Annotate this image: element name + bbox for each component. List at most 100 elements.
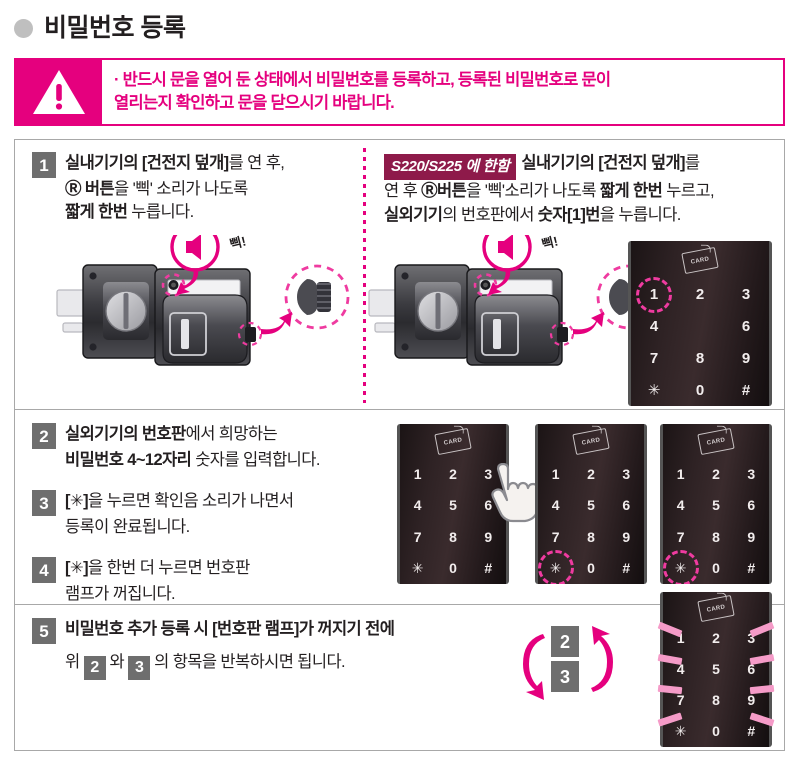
warning-banner: · 반드시 문을 열어 둔 상태에서 비밀번호를 등록하고, 등록된 비밀번호로… (14, 58, 785, 126)
card-reader-icon: CARD (697, 427, 735, 456)
bullet-icon (14, 19, 33, 38)
key-5[interactable]: 5 (712, 497, 720, 514)
key-3[interactable]: 3 (484, 465, 493, 482)
key-7[interactable]: 7 (676, 692, 685, 709)
key-6[interactable]: 6 (741, 318, 751, 336)
key-4[interactable]: 4 (676, 497, 685, 514)
key-8[interactable]: 8 (587, 528, 595, 545)
key-star[interactable]: ✳ (411, 559, 424, 576)
key-2[interactable]: 2 (587, 465, 595, 482)
step-number-2: 2 (32, 423, 56, 449)
page-title-row: 비밀번호 등록 (14, 14, 186, 42)
keypad-body: CARD 1 2 3 4 5 6 7 8 9 ✳ 0 # (660, 424, 772, 584)
key-3[interactable]: 3 (747, 465, 756, 482)
page-title: 비밀번호 등록 (44, 14, 186, 42)
key-1[interactable]: 1 (676, 629, 685, 646)
key-0[interactable]: 0 (712, 560, 720, 577)
key-9[interactable]: 9 (747, 692, 756, 709)
key-8[interactable]: 8 (695, 349, 705, 367)
step-5-line-2: 위 2 와 3 의 항목을 반복하시면 됩니다. (65, 651, 462, 681)
key-9[interactable]: 9 (747, 528, 756, 545)
keypad-body: CARD 1 2 3 4 5 6 7 8 9 ✳ 0 # (397, 424, 509, 584)
step-1-right-line-3: 실외기기의 번호판에서 숫자[1]번을 누릅니다. (384, 205, 681, 224)
card-reader-icon: CARD (572, 427, 610, 456)
step-number-3: 3 (32, 490, 56, 516)
step-2-heading: 2 실외기기의 번호판에서 희망하는 (32, 423, 392, 449)
key-5[interactable]: 5 (587, 497, 595, 514)
step-5-line-1: 비밀번호 추가 등록 시 [번호판 램프]가 꺼지기 전에 (65, 620, 395, 638)
key-1[interactable]: 1 (413, 465, 422, 482)
key-star[interactable]: ✳ (647, 382, 661, 400)
key-0[interactable]: 0 (712, 723, 720, 740)
key-2[interactable]: 2 (449, 465, 457, 482)
step-1-left-line-1: 실내기기의 [건전지 덮개]를 연 후, (65, 154, 285, 172)
step-1-left-line-3: 짧게 한번 누릅니다. (65, 203, 194, 222)
key-7[interactable]: 7 (676, 528, 685, 545)
keypad-press-star-confirm[interactable]: CARD 1 2 3 4 5 6 7 8 9 ✳ 0 # (535, 424, 647, 584)
key-6[interactable]: 6 (622, 497, 631, 514)
warning-line-2: 열리는지 확인하고 문을 닫으시기 바랍니다. (114, 94, 395, 112)
step-3-line-1: [✳]을 누르면 확인음 소리가 나면서 (65, 492, 294, 510)
key-hash[interactable]: # (484, 560, 493, 577)
inline-step-chip-2: 2 (83, 656, 106, 681)
key-8[interactable]: 8 (449, 528, 457, 545)
key-hash[interactable]: # (747, 723, 756, 740)
warning-text: · 반드시 문을 열어 둔 상태에서 비밀번호를 등록하고, 등록된 비밀번호로… (114, 69, 611, 116)
divider-1 (15, 409, 784, 410)
key-4[interactable]: 4 (649, 318, 659, 336)
indoor-lock-illustration-left: 삑! (56, 235, 350, 366)
keypad-lamp-on[interactable]: CARD 1 2 3 4 5 6 7 8 9 ✳ 0 # (657, 592, 775, 747)
key-0[interactable]: 0 (449, 560, 457, 577)
key-star[interactable]: ✳ (663, 553, 698, 585)
key-7[interactable]: 7 (649, 349, 659, 367)
repeat-loop-arrows-icon (523, 626, 613, 700)
keypad-press-star-lamp-off[interactable]: CARD 1 2 3 4 5 6 7 8 9 ✳ 0 # (660, 424, 772, 584)
key-6[interactable]: 6 (484, 497, 493, 514)
key-star[interactable]: ✳ (538, 553, 573, 585)
key-0[interactable]: 0 (587, 560, 595, 577)
key-6[interactable]: 6 (747, 660, 756, 677)
key-2[interactable]: 2 (712, 629, 720, 646)
key-2[interactable]: 2 (712, 465, 720, 482)
key-9[interactable]: 9 (622, 528, 631, 545)
keypad-press-1[interactable]: CARD 1 2 3 4 6 7 8 9 ✳ 0 # (628, 241, 772, 406)
key-4[interactable]: 4 (551, 497, 560, 514)
key-9[interactable]: 9 (484, 528, 493, 545)
key-3[interactable]: 3 (747, 629, 756, 646)
model-badge: S220/S225 에 한함 (384, 154, 517, 181)
key-hash[interactable]: # (747, 560, 756, 577)
key-1[interactable]: 1 (551, 465, 560, 482)
card-reader-icon: CARD (434, 427, 472, 456)
key-4[interactable]: 4 (676, 660, 685, 677)
keypad-grid: 1 2 3 4 5 6 7 8 9 ✳ 0 # (400, 458, 506, 584)
warning-icon-cell (16, 60, 102, 124)
key-5[interactable]: 5 (712, 660, 720, 677)
key-1[interactable]: 1 (676, 465, 685, 482)
key-8[interactable]: 8 (712, 528, 720, 545)
key-3[interactable]: 3 (741, 286, 751, 304)
key-2[interactable]: 2 (695, 286, 705, 304)
step-2-line-1: 실외기기의 번호판에서 희망하는 (65, 425, 278, 443)
key-8[interactable]: 8 (712, 692, 720, 709)
step-2-line-2: 비밀번호 4~12자리 숫자를 입력합니다. (65, 451, 320, 469)
key-0[interactable]: 0 (695, 381, 705, 399)
keypad-enter-password[interactable]: CARD 1 2 3 4 5 6 7 8 9 ✳ 0 # (397, 424, 509, 584)
key-1[interactable]: 1 (631, 279, 677, 311)
divider-2 (15, 604, 784, 605)
key-hash[interactable]: # (741, 381, 751, 399)
key-star[interactable]: ✳ (674, 722, 687, 739)
key-4[interactable]: 4 (413, 497, 422, 514)
key-9[interactable]: 9 (741, 349, 751, 367)
key-3[interactable]: 3 (622, 465, 631, 482)
key-7[interactable]: 7 (551, 528, 560, 545)
key-5[interactable] (677, 311, 723, 343)
keypad-grid: 1 2 3 4 5 6 7 8 9 ✳ 0 # (663, 622, 769, 747)
loop-step-chips: 2 3 (551, 626, 579, 692)
key-7[interactable]: 7 (413, 528, 422, 545)
key-6[interactable]: 6 (747, 497, 756, 514)
key-5[interactable]: 5 (449, 497, 457, 514)
key-hash[interactable]: # (622, 560, 631, 577)
step-number-1: 1 (32, 152, 56, 178)
